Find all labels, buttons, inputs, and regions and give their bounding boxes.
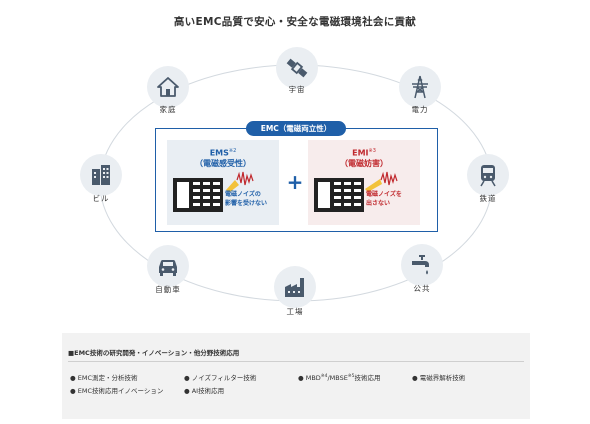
- car-icon: [159, 260, 177, 276]
- emc-label: EMC（電磁両立性）: [246, 121, 346, 136]
- info-item: ● 電磁界解析技術: [412, 374, 466, 382]
- equipment-rack-icon: [314, 178, 364, 212]
- emi-heading: EMI※3 （電磁妨害）: [308, 146, 420, 169]
- emi-note: 電磁ノイズを 出さない: [366, 191, 402, 208]
- node-public-label: 公共: [413, 284, 431, 293]
- node-power-label: 電力: [411, 105, 429, 114]
- ems-subtitle: （電磁感受性）: [195, 158, 251, 168]
- node-home-label: 家庭: [159, 105, 177, 114]
- faucet-icon: [412, 255, 429, 275]
- equipment-rack-icon: [173, 178, 223, 212]
- info-heading: ■EMC技術の研究開発・イノベーション・他分野技術応用: [68, 349, 240, 357]
- emi-subtitle: （電磁妨害）: [340, 158, 388, 168]
- emi-title: EMI: [352, 148, 369, 158]
- ems-note: 電磁ノイズの 影響を受けない: [225, 191, 267, 208]
- train-icon: [480, 165, 496, 187]
- page-title: 高いEMC品質で安心・安全な電磁環境社会に貢献: [173, 16, 417, 28]
- node-automobile-label: 自動車: [155, 285, 181, 294]
- ems-note-line2: 影響を受けない: [225, 199, 268, 207]
- info-item: ● MBD※4/MBSE※5技術応用: [298, 372, 380, 382]
- satellite-icon: [286, 58, 308, 78]
- node-building: [80, 154, 122, 196]
- node-space: [276, 47, 318, 89]
- node-factory-label: 工場: [286, 307, 304, 316]
- emi-footnote: ※3: [368, 148, 376, 154]
- ems-note-line1: 電磁ノイズの: [225, 191, 261, 198]
- house-icon: [157, 77, 179, 97]
- ems-heading: EMS※2 （電磁感受性）: [167, 146, 279, 169]
- node-railway-label: 鉄道: [479, 194, 497, 203]
- power-tower-icon: [412, 75, 428, 99]
- noise-wave-icon: [226, 171, 254, 192]
- info-item3-footnote1: ※4: [320, 373, 328, 379]
- emi-panel: EMI※3 （電磁妨害） 電磁ノイズを 出さない: [308, 140, 420, 225]
- factory-icon: [285, 278, 304, 297]
- node-power: [399, 66, 441, 108]
- node-home: [147, 66, 189, 108]
- ems-footnote: ※2: [228, 148, 237, 154]
- info-item: ● AI技術応用: [184, 387, 225, 395]
- info-item3-part1: ● MBD: [298, 374, 321, 382]
- ems-title: EMS: [209, 148, 229, 158]
- emi-note-line2: 出さない: [366, 199, 391, 207]
- info-item3-part3: 技術応用: [354, 374, 381, 382]
- info-item: ● EMC技術応用イノベーション: [70, 387, 164, 395]
- node-automobile: [147, 245, 189, 287]
- node-public: [401, 244, 443, 286]
- info-item: ● ノイズフィルター技術: [184, 374, 257, 382]
- info-item3-footnote2: ※5: [347, 373, 355, 379]
- emi-note-line1: 電磁ノイズを: [366, 191, 402, 198]
- node-railway: [467, 154, 509, 196]
- info-item: ● EMC測定・分析技術: [70, 374, 138, 382]
- info-box: ■EMC技術の研究開発・イノベーション・他分野技術応用 ● EMC測定・分析技術…: [62, 333, 530, 419]
- ems-panel: EMS※2 （電磁感受性） 電磁ノイズの 影響を受けない: [167, 140, 279, 225]
- info-divider: [68, 361, 524, 362]
- node-factory: [274, 266, 316, 308]
- info-item3-part2: /MBSE: [327, 374, 348, 382]
- plus-sign: +: [286, 170, 304, 194]
- node-space-label: 宇宙: [288, 85, 306, 94]
- node-building-label: ビル: [92, 194, 110, 203]
- building-icon: [92, 165, 110, 185]
- noise-wave-icon: [365, 171, 398, 192]
